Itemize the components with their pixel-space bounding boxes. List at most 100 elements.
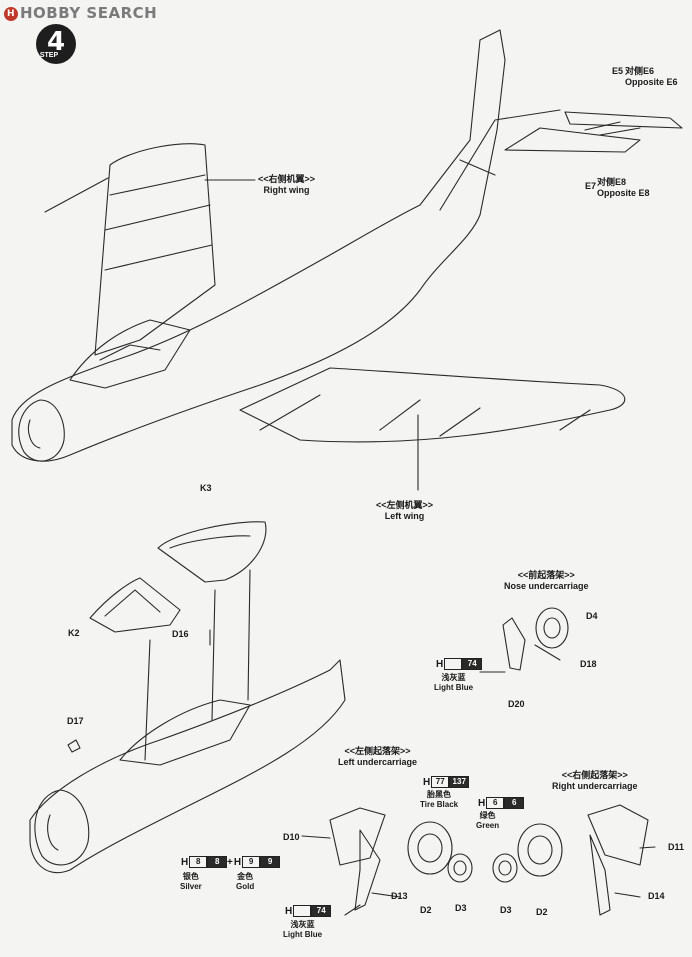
paint-code-1: 77 — [431, 776, 450, 788]
paint-cn: 浅灰蓝 — [441, 673, 466, 682]
left-wing-en: Left wing — [384, 511, 425, 521]
paint-en: Green — [476, 821, 500, 830]
paint-h-letter: H — [285, 905, 293, 917]
paint-name-silver: 银色 Silver — [180, 872, 202, 892]
stabilizer-e7 — [504, 127, 641, 153]
paint-h-letter: H — [478, 797, 486, 809]
paint-code-2: 6 — [504, 797, 525, 809]
paint-cn: 浅灰蓝 — [290, 920, 315, 929]
right-undercarriage-label: <<右侧起落架>> Right undercarriage — [552, 770, 638, 792]
paint-code-1: 9 — [242, 856, 261, 868]
step-indicator: 4 STEP — [34, 22, 78, 66]
left-wing-label: <<左侧机翼>> Left wing — [376, 500, 433, 522]
part-d13: D13 — [391, 891, 408, 901]
stabilizer-e5 — [564, 111, 683, 129]
nose-gear — [502, 617, 526, 671]
paint-code: 74 — [462, 658, 483, 670]
paint-h-letter: H — [233, 856, 242, 868]
nose-uc-cn: <<前起落架>> — [517, 570, 575, 580]
part-k2: K2 — [68, 628, 80, 638]
part-d3-left: D3 — [455, 903, 467, 913]
paint-code: 74 — [311, 905, 332, 917]
nose-uc-en: Nose undercarriage — [504, 581, 589, 591]
paint-en: Silver — [180, 882, 202, 891]
left-wing-drawing — [239, 367, 626, 443]
paint-name-light-blue-nose: 浅灰蓝 Light Blue — [434, 673, 473, 693]
right-wing-en: Right wing — [263, 185, 310, 195]
paint-h-letter: H — [423, 776, 431, 788]
paint-chip-blank — [293, 905, 312, 917]
step-badge — [36, 24, 76, 64]
part-d10: D10 — [283, 832, 300, 842]
paint-light-blue-nose: H 74 — [436, 658, 483, 670]
step-number: 4 — [46, 27, 66, 57]
part-d20: D20 — [508, 699, 525, 709]
part-d2-right: D2 — [536, 907, 548, 917]
paint-name-light-blue-main: 浅灰蓝 Light Blue — [283, 920, 322, 940]
part-d4: D4 — [586, 611, 598, 621]
paint-cn: 金色 — [237, 872, 254, 881]
paint-code-1: 8 — [189, 856, 208, 868]
paint-chip-blank — [444, 658, 463, 670]
brand-name: HOBBY SEARCH — [20, 4, 158, 22]
paint-h-letter: H — [181, 856, 189, 868]
part-d16: D16 — [172, 629, 189, 639]
step-label: STEP — [39, 52, 59, 59]
opposite-e6-en: Opposite E6 — [625, 77, 678, 87]
paint-code-2: 8 — [207, 856, 228, 868]
paint-en: Gold — [236, 882, 255, 891]
canopy-k3 — [157, 521, 267, 583]
right-uc-cn: <<右侧起落架>> — [561, 770, 628, 780]
paint-cn: 胎黑色 — [427, 790, 452, 799]
right-uc-en: Right undercarriage — [552, 781, 638, 791]
part-d11: D11 — [668, 842, 685, 852]
part-d3-right: D3 — [500, 905, 512, 915]
opposite-e6-label: 对侧E6 Opposite E6 — [625, 66, 678, 88]
part-k3: K3 — [200, 483, 212, 493]
windscreen-k2 — [89, 577, 181, 633]
opposite-e8-en: Opposite E8 — [597, 188, 650, 198]
paint-en: Light Blue — [434, 683, 474, 692]
paint-code-2: 9 — [260, 856, 281, 868]
left-uc-en: Left undercarriage — [338, 757, 418, 767]
left-wing-cn: <<左侧机翼>> — [376, 500, 434, 510]
paint-cn: 银色 — [182, 872, 199, 881]
right-wing-cn: <<右侧机翼>> — [258, 174, 316, 184]
part-e5: E5 — [612, 66, 624, 76]
opposite-e8-cn: 对侧E8 — [597, 177, 627, 187]
upper-fuselage — [11, 29, 506, 462]
paint-en: Light Blue — [283, 930, 323, 939]
left-gear-door — [329, 807, 386, 866]
paint-light-blue-main: H 74 — [285, 905, 332, 917]
brand-logo-icon: H — [4, 7, 18, 21]
opposite-e6-cn: 对侧E6 — [625, 66, 655, 76]
paint-cn: 绿色 — [479, 811, 496, 820]
paint-name-gold: 金色 Gold — [236, 872, 254, 892]
part-d18: D18 — [580, 659, 597, 669]
lower-fuselage — [29, 659, 346, 874]
right-wing-label: <<右侧机翼>> Right wing — [258, 174, 315, 196]
opposite-e8-label: 对侧E8 Opposite E8 — [597, 177, 650, 199]
part-e7: E7 — [585, 181, 597, 191]
right-wing-drawing — [94, 143, 216, 356]
paint-name-tire-black: 胎黑色 Tire Black — [420, 790, 458, 810]
paint-h-letter: H — [436, 658, 444, 670]
paint-name-green: 绿色 Green — [476, 811, 499, 831]
paint-en: Tire Black — [420, 800, 459, 809]
nose-undercarriage-label: <<前起落架>> Nose undercarriage — [504, 570, 589, 592]
paint-code-1: 6 — [486, 797, 505, 809]
paint-code-2: 137 — [449, 776, 470, 788]
part-d14: D14 — [648, 891, 665, 901]
left-uc-cn: <<左侧起落架>> — [344, 746, 411, 756]
plus-sign: + — [227, 856, 233, 868]
left-undercarriage-label: <<左侧起落架>> Left undercarriage — [338, 746, 417, 768]
part-d17: D17 — [67, 716, 84, 726]
part-d2-left: D2 — [420, 905, 432, 915]
right-gear-door — [587, 804, 649, 866]
